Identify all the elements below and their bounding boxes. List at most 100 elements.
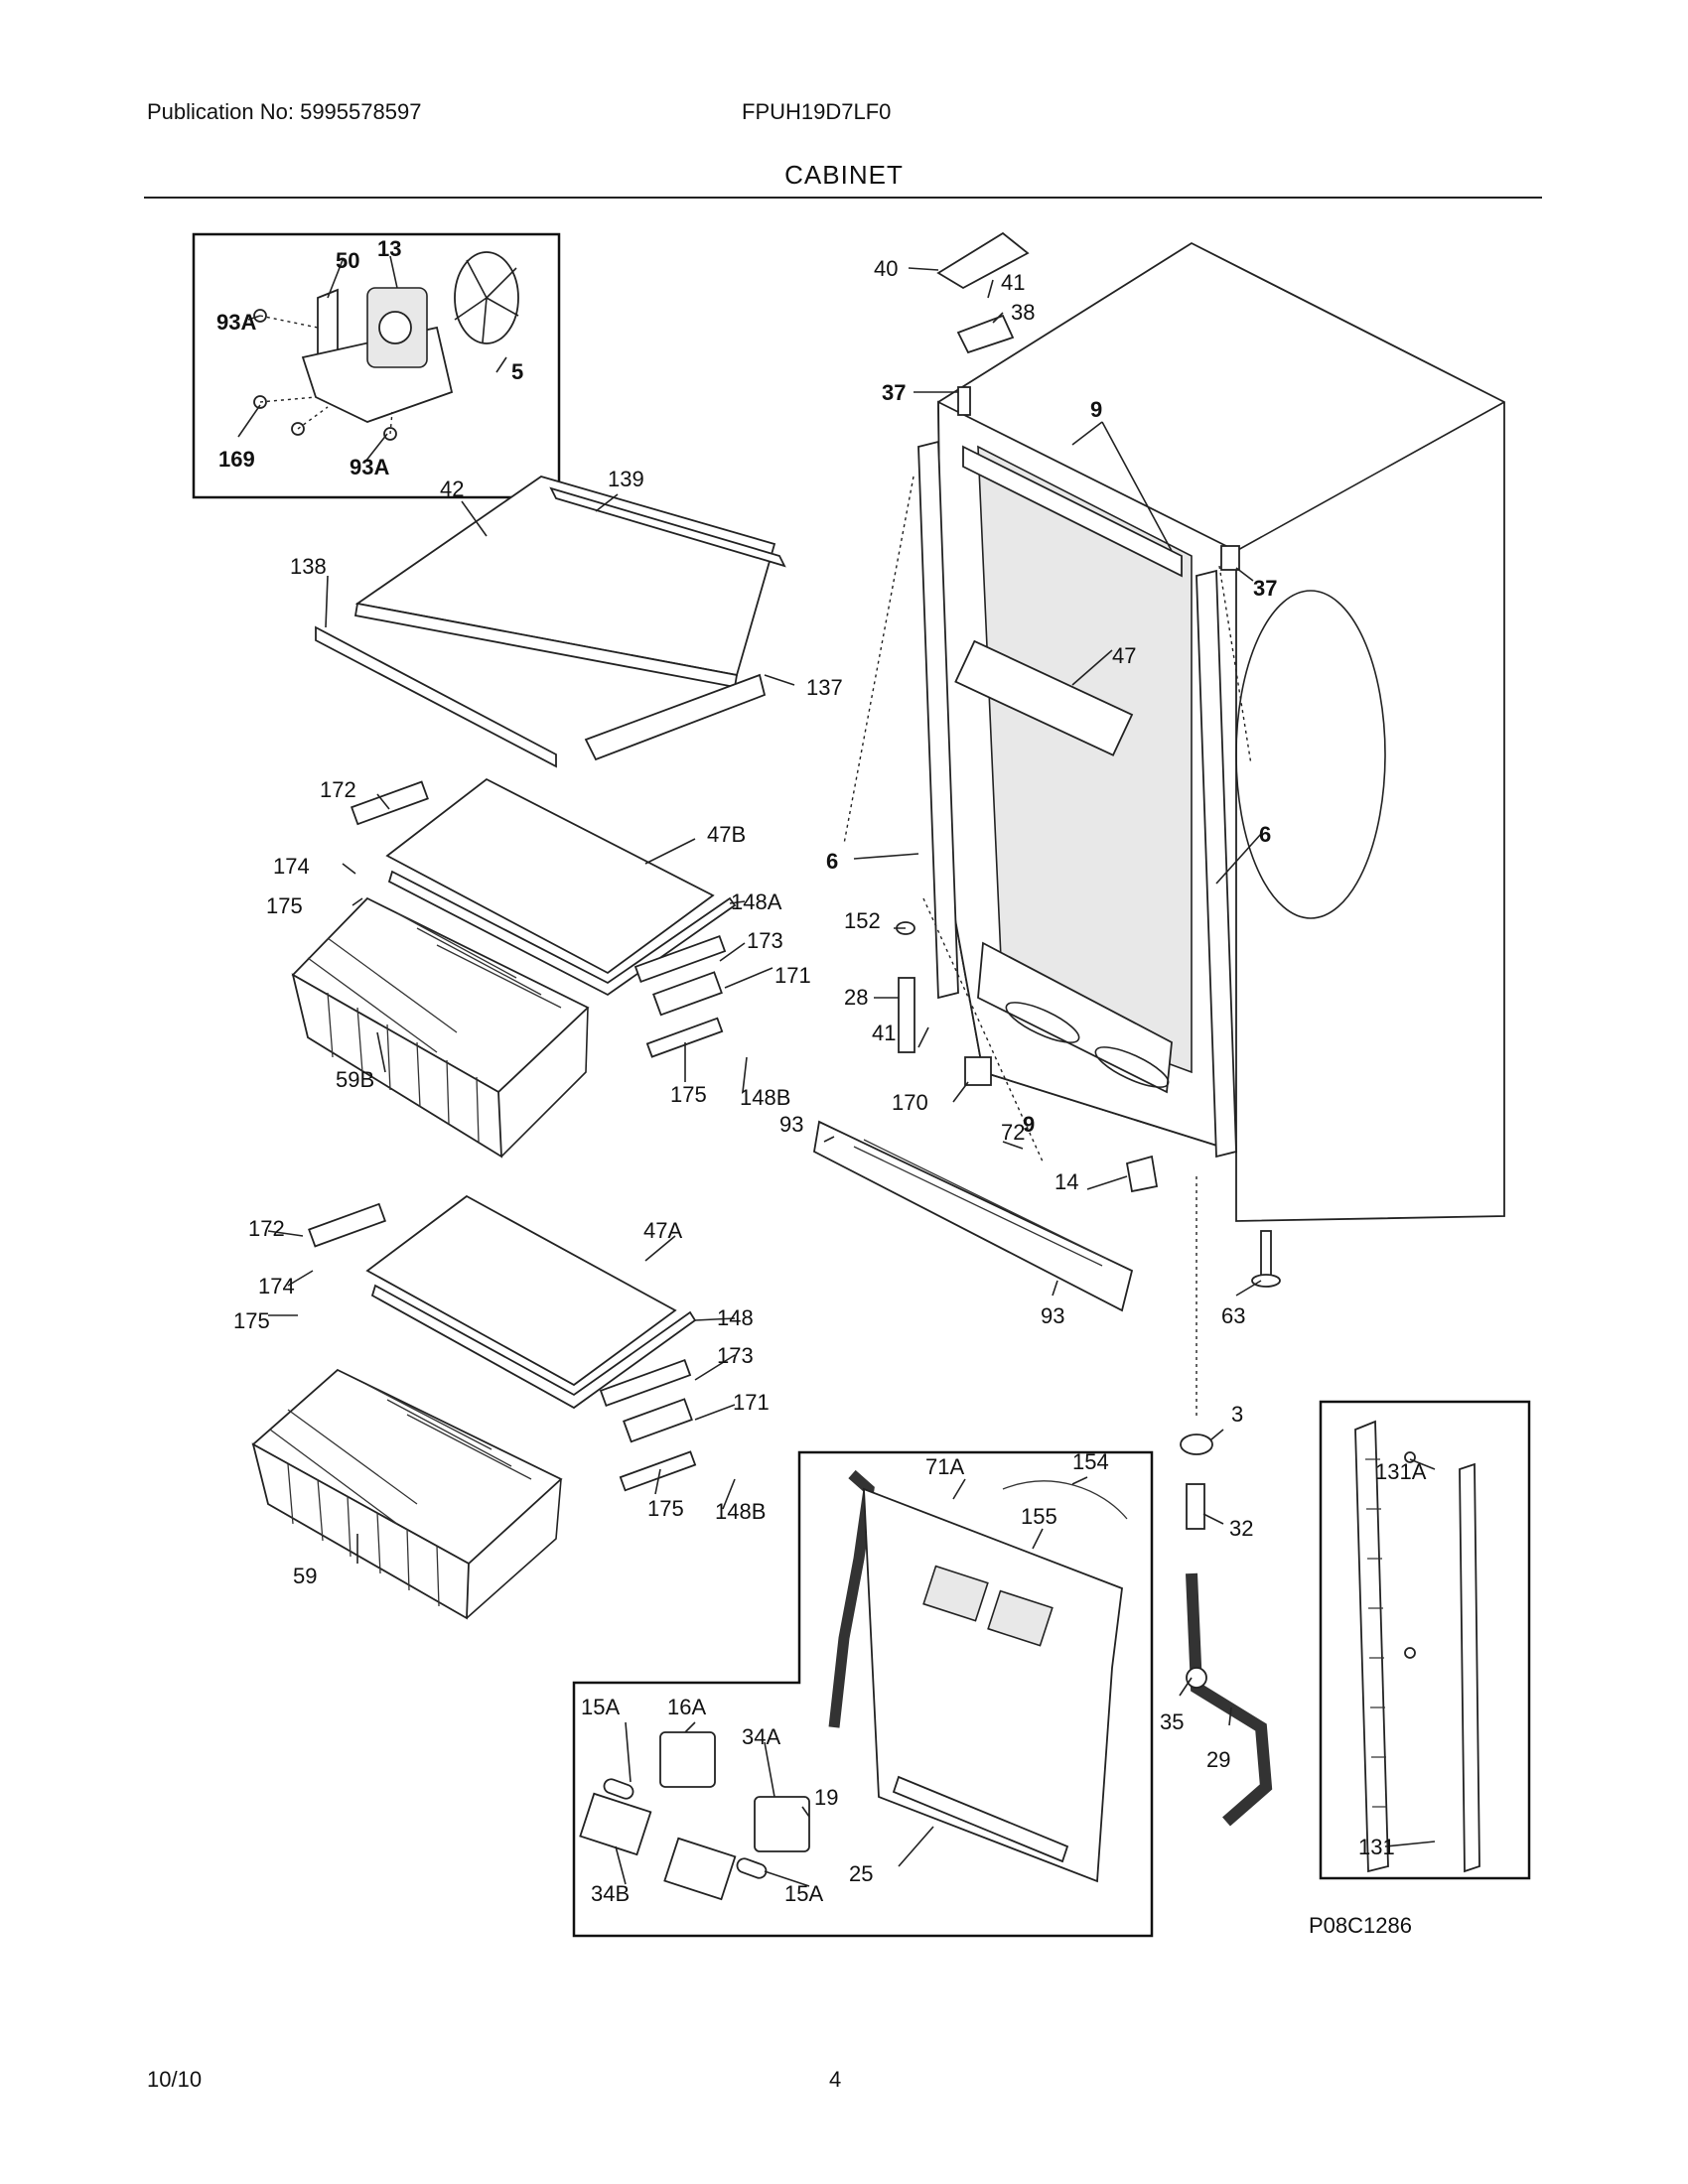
- rail-175: [645, 1017, 724, 1058]
- callout-173-upper: 173: [747, 928, 783, 953]
- callout-137: 137: [806, 675, 843, 700]
- callout-148B-upper: 148B: [740, 1085, 790, 1110]
- callout-14: 14: [1055, 1169, 1078, 1194]
- callout-34A: 34A: [742, 1724, 780, 1749]
- callout-148: 148: [717, 1305, 754, 1330]
- callout-6-right: 6: [1259, 822, 1271, 847]
- callout-41-lower: 41: [872, 1021, 896, 1045]
- callout-34B: 34B: [591, 1881, 630, 1906]
- callout-16A: 16A: [667, 1695, 706, 1719]
- hinge-plug-37: [1220, 545, 1240, 571]
- light-housing-16A: [659, 1731, 716, 1788]
- callout-40: 40: [874, 256, 898, 281]
- callout-15A-bottom: 15A: [784, 1881, 823, 1906]
- callout-47A: 47A: [643, 1218, 682, 1243]
- drain-hose-29: [1186, 1572, 1273, 1827]
- callout-71A: 71A: [925, 1454, 964, 1479]
- callout-59: 59: [293, 1564, 317, 1588]
- callout-175-upper-right: 175: [670, 1082, 707, 1107]
- callout-47: 47: [1112, 643, 1136, 668]
- footer-date: 10/10: [147, 2067, 203, 2092]
- callout-93-right: 93: [1041, 1303, 1064, 1328]
- callout-175-lower-right: 175: [647, 1496, 684, 1521]
- callout-5: 5: [511, 359, 523, 384]
- callout-152: 152: [844, 908, 881, 933]
- callout-25: 25: [849, 1861, 873, 1886]
- callout-171-upper: 171: [774, 963, 811, 988]
- shelf-ladder-131: [1354, 1420, 1389, 1873]
- callout-28: 28: [844, 985, 868, 1010]
- bottom-rail: [977, 941, 1173, 1094]
- bottom-hinge-28: [898, 977, 915, 1053]
- drain-plug-3: [1180, 1433, 1213, 1455]
- cabinet-interior: [977, 445, 1193, 1074]
- header-rule: [144, 197, 1542, 199]
- light-cover-trim: [828, 1469, 875, 1728]
- toe-grille-assembly: [813, 921, 1281, 1312]
- rail-175-lower: [619, 1450, 697, 1492]
- callout-173-lower: 173: [717, 1343, 754, 1368]
- callout-175-lower-left: 175: [233, 1308, 270, 1333]
- hinge-plug-37-left: [957, 386, 971, 416]
- callout-174-upper: 174: [273, 854, 310, 879]
- callout-93-left: 93: [779, 1112, 803, 1137]
- callout-3: 3: [1231, 1402, 1243, 1427]
- callout-63: 63: [1221, 1303, 1245, 1328]
- wire-basket-59B: [291, 896, 590, 1159]
- callout-38: 38: [1011, 300, 1035, 325]
- callout-41-top: 41: [1001, 270, 1025, 295]
- bulb-15A-right: [736, 1857, 768, 1879]
- callout-6-left: 6: [826, 849, 838, 874]
- footer-page-number: 4: [829, 2067, 842, 2092]
- shelf-bracket: [584, 673, 767, 761]
- light-shield-34B: [579, 1792, 652, 1856]
- callout-154: 154: [1072, 1449, 1109, 1474]
- callout-93A-bottom: 93A: [350, 455, 389, 479]
- shelf-ladder-inset: [1319, 1400, 1531, 1880]
- callout-37-left: 37: [882, 380, 906, 405]
- crisper-cover-47A: [365, 1194, 677, 1387]
- callout-131A: 131A: [1375, 1459, 1427, 1484]
- hinge-cover-40: [936, 231, 1030, 290]
- callout-15A-top: 15A: [581, 1695, 620, 1719]
- upper-crisper-assembly: [291, 777, 737, 1159]
- leveling-leg-63: [1260, 1230, 1272, 1277]
- right-door-seal: [1196, 569, 1237, 1159]
- top-hinge-38: [956, 314, 1015, 354]
- model-number: FPUH19D7LF0: [742, 99, 892, 124]
- lower-crisper-assembly: [251, 1194, 697, 1620]
- fan-motor-inset: [192, 232, 561, 499]
- callout-171-lower: 171: [733, 1390, 770, 1415]
- callout-172-lower: 172: [248, 1216, 285, 1241]
- hose-clamp-35: [1186, 1667, 1207, 1689]
- callout-32: 32: [1229, 1516, 1253, 1541]
- callout-42: 42: [440, 477, 464, 501]
- figure-code: P08C1286: [1309, 1913, 1412, 1938]
- callout-139: 139: [608, 467, 644, 491]
- rear-trim: [549, 486, 786, 568]
- motor-shaft-hub: [378, 311, 412, 344]
- ladder-trim: [1459, 1462, 1480, 1873]
- callout-13: 13: [377, 236, 401, 261]
- callout-29: 29: [1206, 1747, 1230, 1772]
- door-switch-14: [1125, 1155, 1159, 1193]
- light-control-inset-frame: [572, 1450, 1154, 1938]
- slide-172: [350, 780, 429, 826]
- rail-171-lower: [623, 1398, 693, 1443]
- callout-174-lower: 174: [258, 1274, 295, 1298]
- publication-number: Publication No: 5995578597: [147, 99, 422, 124]
- callout-131: 131: [1358, 1835, 1395, 1859]
- light-shield-34B-right: [663, 1837, 737, 1901]
- callout-9-top: 9: [1090, 397, 1102, 422]
- switch-170: [964, 1056, 992, 1086]
- light-housing-34A: [754, 1796, 810, 1852]
- leader-lines: [237, 255, 1436, 1887]
- left-door-seal: [917, 440, 959, 1000]
- callout-169: 169: [218, 447, 255, 472]
- glass-shelf-assembly: [315, 476, 786, 768]
- callout-59B: 59B: [336, 1067, 374, 1092]
- bulb-15A: [603, 1778, 634, 1800]
- callout-47B: 47B: [707, 822, 746, 847]
- callout-170: 170: [892, 1090, 928, 1115]
